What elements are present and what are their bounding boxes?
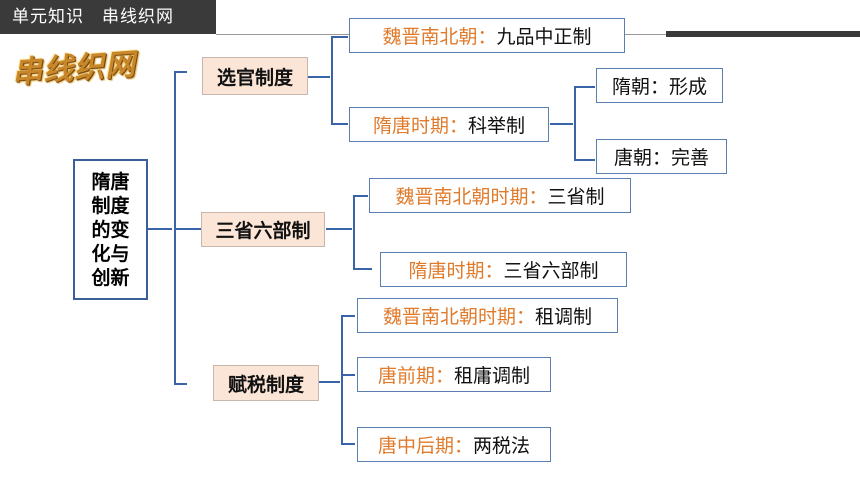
leaf-value: 三省六部制 — [503, 260, 599, 282]
leaf-key: 魏晋南北朝时期： — [395, 186, 548, 208]
leaf-official-sui-tang: 隋唐时期：科举制 — [349, 107, 549, 142]
leaf-key: 唐中后期： — [377, 435, 473, 457]
brand-label: 串线织网 — [102, 7, 174, 27]
leaf-tax-late-tang: 唐中后期：两税法 — [357, 427, 551, 462]
leaf-value: 三省制 — [547, 186, 605, 208]
node-tax-system: 赋税制度 — [213, 365, 319, 401]
leaf-value: 九品中正制 — [496, 26, 592, 48]
leaf-official-wei: 魏晋南北朝：九品中正制 — [349, 18, 625, 53]
leaf-depts-wei: 魏晋南北朝时期：三省制 — [369, 178, 631, 213]
root-line: 制度 — [91, 194, 130, 217]
unit-header: 单元知识串线织网 — [0, 0, 216, 34]
leaf-key: 唐前期： — [377, 365, 454, 387]
leaf-tax-early-tang: 唐前期：租庸调制 — [357, 357, 551, 392]
leaf-value: 两税法 — [473, 435, 531, 457]
header-accent-bar — [666, 31, 860, 37]
leaf-tax-wei: 魏晋南北朝时期：租调制 — [357, 298, 618, 333]
leaf-tang-dynasty: 唐朝：完善 — [596, 139, 727, 174]
root-node: 隋唐 制度 的变 化与 创新 — [73, 159, 148, 300]
root-line: 隋唐 — [91, 170, 130, 193]
root-line: 化与 — [91, 242, 130, 265]
leaf-key: 魏晋南北朝时期： — [382, 306, 535, 328]
leaf-key: 魏晋南北朝： — [382, 26, 497, 48]
node-three-depts: 三省六部制 — [201, 212, 325, 247]
leaf-depts-sui-tang: 隋唐时期：三省六部制 — [380, 252, 627, 287]
leaf-key: 隋唐时期： — [408, 260, 504, 282]
leaf-value: 租调制 — [535, 306, 593, 328]
leaf-key: 隋唐时期： — [372, 115, 468, 137]
unit-label: 单元知识 — [12, 7, 84, 27]
leaf-value: 租庸调制 — [454, 365, 531, 387]
root-line: 创新 — [91, 266, 130, 289]
leaf-sui-dynasty: 隋朝：形成 — [596, 68, 723, 103]
root-line: 的变 — [91, 218, 130, 241]
leaf-value: 科举制 — [468, 115, 526, 137]
node-official-selection: 选官制度 — [202, 57, 308, 95]
